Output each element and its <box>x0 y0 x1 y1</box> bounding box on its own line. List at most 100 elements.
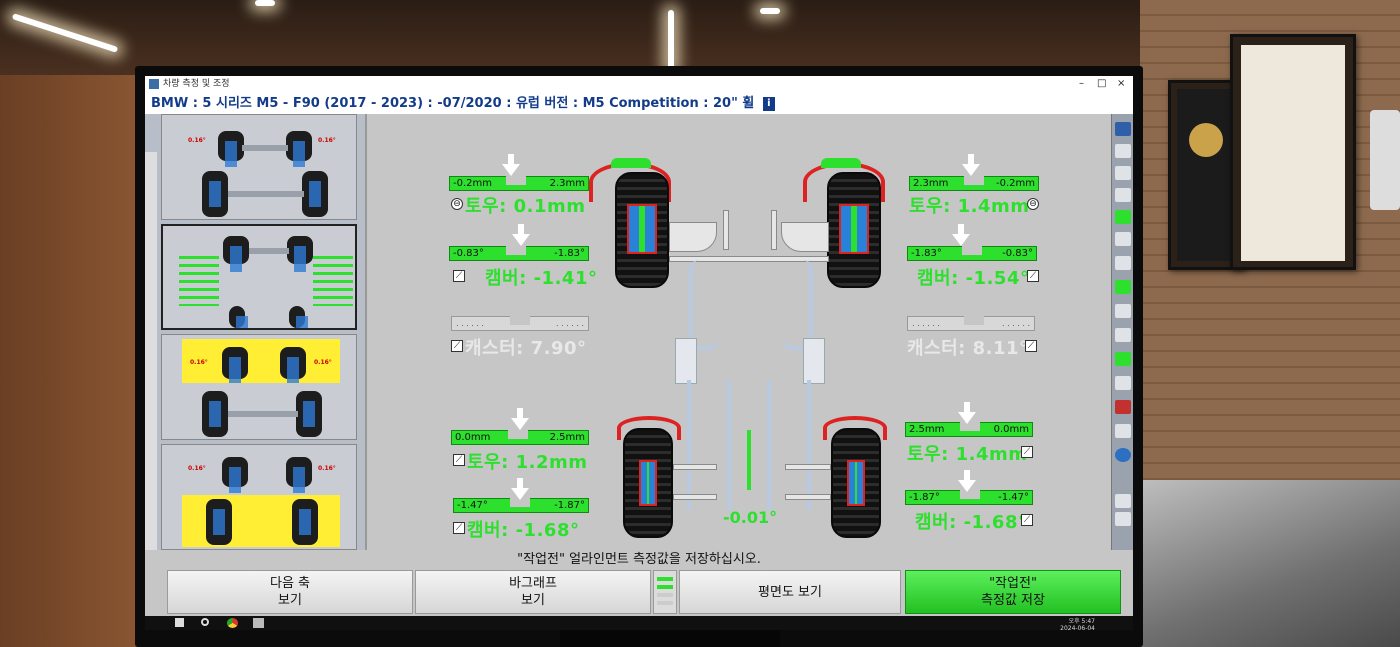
toe-icon[interactable] <box>1115 210 1131 224</box>
rear-right-toe-arrow-icon <box>958 412 976 424</box>
thumb-left-value: 0.16° <box>188 137 206 144</box>
thumb-axle <box>228 191 304 197</box>
front-right-control-arm <box>781 222 829 252</box>
bar-graph-sublabel: 보기 <box>521 593 545 608</box>
thumbnail-measurement-view[interactable] <box>161 224 357 330</box>
plan-view-label: 평면도 보기 <box>758 584 822 600</box>
camber-icon[interactable] <box>1115 188 1131 202</box>
rear-right-camber-value: 캠버: -1.68° <box>915 512 1028 533</box>
adjust-icon[interactable]: ⟋ <box>453 522 465 534</box>
bar-graph-button[interactable]: 바그래프 보기 <box>415 570 651 614</box>
thumb-wheel <box>280 347 306 383</box>
thumb-wheel <box>292 499 318 545</box>
adjust-icon[interactable]: ⟋ <box>451 340 463 352</box>
adjust-icon[interactable]: ⟋ <box>1027 270 1039 282</box>
adjust-icon[interactable]: ⟋ <box>453 454 465 466</box>
wheel-icon[interactable] <box>1115 232 1131 246</box>
axle-icon[interactable] <box>1115 512 1131 526</box>
rear-exhaust-right <box>767 380 811 510</box>
adjust-icon[interactable]: ⟋ <box>453 270 465 282</box>
front-right-caster-value: 캐스터: 8.11° <box>907 338 1029 359</box>
window-title: 차량 측정 및 조정 <box>163 79 230 89</box>
print-icon[interactable] <box>1115 400 1131 414</box>
front-right-camber-arrow-icon <box>952 234 970 246</box>
front-right-toe-arrow-icon <box>962 164 980 176</box>
rear-left-camber-min: -1.47° <box>457 500 488 511</box>
adjust-icon[interactable]: ⟋ <box>1021 446 1033 458</box>
thumb-wheel <box>202 171 228 217</box>
adjust-icon[interactable]: ⟋ <box>1025 340 1037 352</box>
thumbnail-rear-adjust[interactable]: 0.16° 0.16° <box>161 334 357 440</box>
search-icon[interactable] <box>201 618 209 626</box>
right-toolbar <box>1111 114 1133 550</box>
front-right-toe-bar: 2.3mm -0.2mm <box>909 175 1039 191</box>
rear-left-toe-arrow-icon <box>511 418 529 430</box>
alignment-app-window: 차량 측정 및 조정 – □ × BMW : 5 시리즈 M5 - F90 (2… <box>145 76 1133 616</box>
rear-right-toe-indicator <box>964 402 970 414</box>
ceiling-light <box>668 10 674 70</box>
front-left-camber-arrow-icon <box>512 234 530 246</box>
thumb-right-value: 0.16° <box>318 137 336 144</box>
close-button[interactable]: × <box>1117 78 1126 89</box>
save-before-button[interactable]: "작업전" 측정값 저장 <box>905 570 1121 614</box>
adjust-icon[interactable]: ⊖ <box>451 198 463 210</box>
thumbnail-rear-overview[interactable]: 0.16° 0.16° <box>161 444 357 550</box>
front-left-strut <box>723 210 729 250</box>
check-icon[interactable] <box>1115 352 1131 366</box>
rear-left-camber-value: 캠버: -1.68° <box>467 520 580 541</box>
info-icon[interactable]: i <box>762 96 775 111</box>
thumbnail-scrollbar[interactable] <box>145 152 157 588</box>
rear-right-toe-max: 0.0mm <box>993 424 1029 435</box>
exhaust-pipe-left <box>689 260 719 350</box>
alignment-app-taskbar-icon[interactable] <box>253 618 264 628</box>
front-left-toe-value: 토우: 0.1mm <box>465 196 586 217</box>
front-right-toe-min: 2.3mm <box>913 178 949 189</box>
adjust-icon[interactable] <box>1115 304 1131 318</box>
front-left-caster-value: 캐스터: 7.90° <box>465 338 587 359</box>
ride-height-icon[interactable] <box>1115 328 1131 342</box>
minimize-button[interactable]: – <box>1079 78 1084 89</box>
rear-right-camber-min: -1.87° <box>909 492 940 503</box>
app-icon <box>149 79 159 89</box>
spec-icon[interactable] <box>1115 166 1131 180</box>
front-left-toe-arrow-icon <box>502 164 520 176</box>
plan-view-button[interactable]: 평면도 보기 <box>679 570 901 614</box>
thumb-values <box>179 256 219 306</box>
next-axle-sublabel: 보기 <box>278 593 302 608</box>
front-right-toe-max: -0.2mm <box>996 178 1035 189</box>
thumb-wheel <box>287 236 313 272</box>
save-before-sublabel: 측정값 저장 <box>981 593 1045 608</box>
front-right-camber-min: -1.83° <box>911 248 942 259</box>
plastic-wrap <box>1135 480 1400 647</box>
thumb-wheel <box>296 391 322 437</box>
thumb-wheel <box>218 131 244 167</box>
rear-right-camber-indicator <box>964 470 970 482</box>
maximize-button[interactable]: □ <box>1097 78 1107 89</box>
rear-left-toe-min: 0.0mm <box>455 432 491 443</box>
axle-icon[interactable] <box>1115 494 1131 508</box>
rear-right-toe-value: 토우: 1.4mm <box>907 444 1028 465</box>
alignment-measurement-view: -0.01° -0.2mm 2.3mm ⊖ 토우: 0.1mm -0.83° -… <box>367 114 1111 550</box>
system-clock: 오후 5:47 2024-06-04 <box>1060 618 1095 632</box>
axle-thumbnail-panel: 0.16° 0.16° 0.16° 0.16° <box>145 114 367 588</box>
front-right-in-spec-arc <box>821 158 861 168</box>
clock-time: 오후 5:47 <box>1068 618 1095 625</box>
rear-left-tire <box>623 428 673 538</box>
next-axle-button[interactable]: 다음 축 보기 <box>167 570 413 614</box>
measure-icon[interactable] <box>1115 144 1131 158</box>
rear-right-toe-min: 2.5mm <box>909 424 945 435</box>
thumbnail-front-overview[interactable]: 0.16° 0.16° <box>161 114 357 220</box>
windows-start-icon[interactable] <box>175 618 184 627</box>
thumb-wheel <box>202 391 228 437</box>
adjust-icon[interactable]: ⟋ <box>1021 514 1033 526</box>
status-icon[interactable] <box>1115 280 1131 294</box>
chrome-icon[interactable] <box>227 618 238 628</box>
thumb-left-value: 0.16° <box>190 359 208 366</box>
thrust-angle-value: -0.01° <box>723 508 778 527</box>
globe-icon[interactable] <box>1115 448 1131 462</box>
tools-icon[interactable] <box>1115 424 1131 438</box>
vehicle-select-icon[interactable] <box>1115 122 1131 136</box>
caster-icon[interactable] <box>1115 256 1131 270</box>
settings-icon[interactable] <box>1115 376 1131 390</box>
adjust-icon[interactable]: ⊖ <box>1027 198 1039 210</box>
